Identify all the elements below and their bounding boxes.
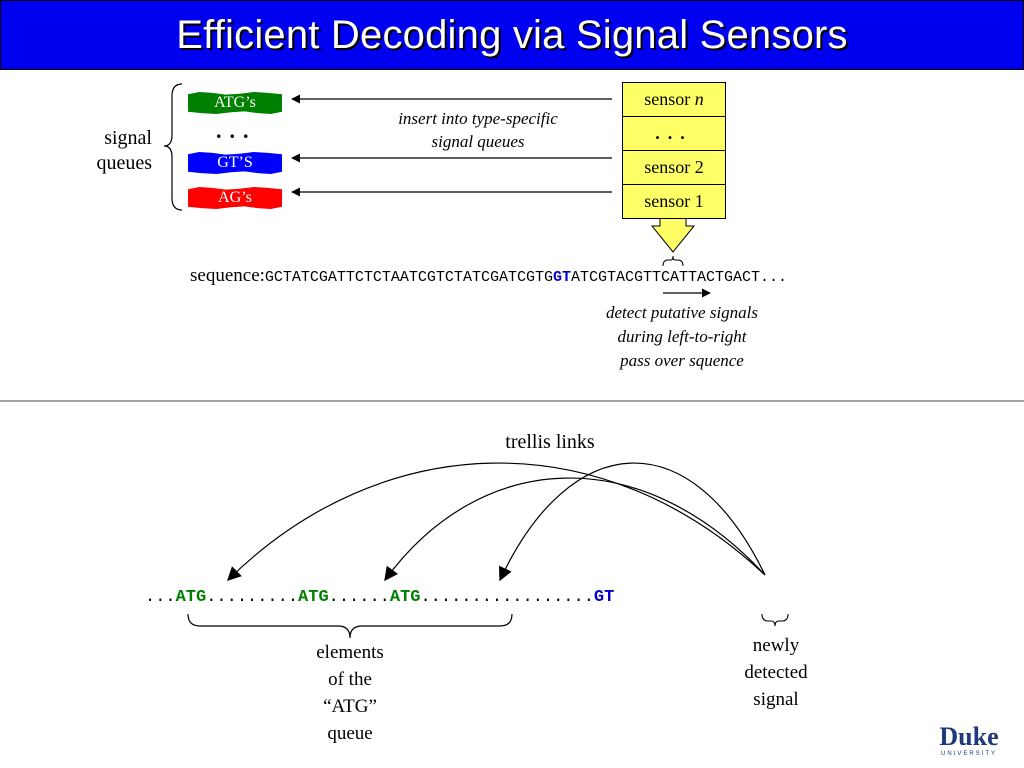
sensor-n-prefix: sensor <box>644 89 695 109</box>
trellis-links-label: trellis links <box>505 431 595 453</box>
row-atg-3: ATG <box>389 588 421 607</box>
sequence-label: sequence: <box>190 265 265 286</box>
elements-caption-line3: “ATG” <box>323 696 377 717</box>
sensor-ellipsis: ... <box>623 117 725 151</box>
newly-detected-caption: newly detected signal <box>716 632 836 713</box>
sensor-n-italic: n <box>694 89 704 109</box>
sequence-trailing: ... <box>760 269 788 286</box>
sensor-n: sensor n <box>623 83 725 117</box>
signal-queues-line2: queues <box>96 152 152 174</box>
row-seg0: ... <box>145 588 176 607</box>
row-atg-1: ATG <box>175 588 207 607</box>
queue-label-ag: AG’s <box>218 189 252 206</box>
elements-caption: elements of the “ATG” queue <box>290 639 410 747</box>
newly-caption-line2: detected <box>744 662 808 683</box>
duke-logo: Duke UNIVERSITY <box>936 724 1002 758</box>
elements-caption-line4: queue <box>327 723 373 744</box>
queue-flag-atg: ATG’s <box>188 92 282 114</box>
queue-flag-gt: GT’S <box>188 152 282 174</box>
detect-caption-line3: pass over squence <box>620 351 744 370</box>
sequence-gt-highlight: GT <box>552 269 571 286</box>
gt-brace-bottom <box>761 613 789 627</box>
trellis-link-3 <box>498 462 766 582</box>
detect-caption-line1: detect putative signals <box>605 303 759 322</box>
row-seg3: ................. <box>420 588 594 607</box>
queues-brace <box>163 83 183 211</box>
trellis-link-2 <box>384 477 766 582</box>
title-bar: Efficient Decoding via Signal Sensors <box>0 0 1024 70</box>
sensor-stack: sensor n ... sensor 2 sensor 1 <box>622 82 726 219</box>
detect-caption: detect putative signals during left-to-r… <box>572 301 792 373</box>
elements-caption-line2: of the <box>328 669 372 690</box>
gt-brace-top <box>662 255 684 267</box>
insert-caption-line2: signal queues <box>431 132 525 151</box>
elements-caption-line1: elements <box>316 642 384 663</box>
queue-flag-ag: AG’s <box>188 187 282 209</box>
trellis-row: ...ATG.........ATG......ATG.............… <box>145 588 614 607</box>
row-atg-2: ATG <box>298 588 329 607</box>
duke-logo-word: Duke <box>939 722 999 751</box>
signal-queues-line1: signal <box>104 127 152 149</box>
sensor-1: sensor 1 <box>644 191 704 211</box>
sensor-2: sensor 2 <box>623 151 725 185</box>
newly-caption-line3: signal <box>753 689 799 710</box>
sequence-after: ATCGTACGTTCATTACTGACT <box>570 269 760 286</box>
sequence-before: GCTATCGATTCTCTAATCGTCTATCGATCGTG <box>264 269 553 286</box>
duke-logo-sub: UNIVERSITY <box>940 751 997 757</box>
row-seg2: ...... <box>328 588 390 607</box>
row-seg1: ......... <box>206 588 299 607</box>
queue-label-gt: GT’S <box>217 154 253 171</box>
trellis-link-1 <box>227 462 766 581</box>
row-gt: GT <box>593 588 615 607</box>
queue-label-atg: ATG’s <box>214 94 256 111</box>
newly-caption-line1: newly <box>752 635 800 656</box>
detect-caption-line2: during left-to-right <box>617 327 747 346</box>
queue-ellipsis: ... <box>216 118 257 143</box>
signal-queues-label: signal queues <box>88 126 152 176</box>
sequence-line: sequence:GCTATCGATTCTCTAATCGTCTATCGATCGT… <box>190 265 787 287</box>
page-title: Efficient Decoding via Signal Sensors <box>176 12 848 57</box>
insert-caption-line1: insert into type-specific <box>398 109 558 128</box>
insert-caption: insert into type-specific signal queues <box>368 107 588 153</box>
atg-queue-brace <box>187 613 513 639</box>
